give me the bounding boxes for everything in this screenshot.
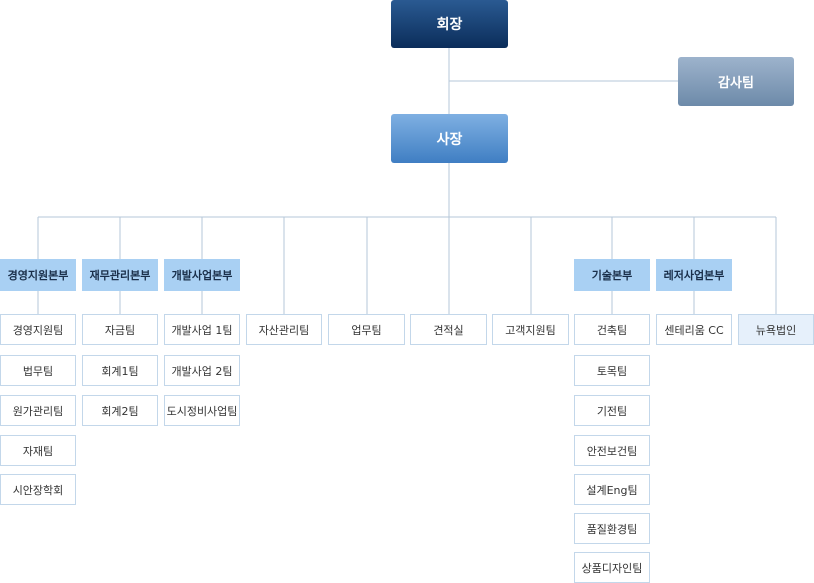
team-box: 센테리움 CC [656, 314, 732, 345]
division-finance: 재무관리본부 [82, 259, 158, 291]
team-box: 개발사업 1팀 [164, 314, 240, 345]
team-label: 기전팀 [596, 404, 628, 418]
team-box-newyork: 뉴욕법인 [738, 314, 814, 345]
team-label: 도시정비사업팀 [166, 404, 238, 418]
division-technology-label: 기술본부 [591, 269, 633, 282]
team-box: 설계Eng팀 [574, 474, 650, 505]
team-label: 회계1팀 [101, 364, 139, 378]
team-box: 법무팀 [0, 355, 76, 386]
team-label: 안전보건팀 [586, 444, 638, 458]
team-label: 품질환경팀 [586, 522, 638, 536]
division-leisure: 레저사업본부 [656, 259, 732, 291]
team-label: 견적실 [433, 323, 464, 337]
team-box: 자산관리팀 [246, 314, 322, 345]
team-box: 상품디자인팀 [574, 552, 650, 583]
team-box: 안전보건팀 [574, 435, 650, 466]
team-label: 경영지원팀 [12, 323, 64, 337]
team-label: 설계Eng팀 [586, 483, 638, 497]
team-box: 원가관리팀 [0, 395, 76, 426]
team-label: 원가관리팀 [12, 404, 64, 418]
team-label: 자산관리팀 [258, 323, 310, 337]
team-box: 토목팀 [574, 355, 650, 386]
team-label: 자재팀 [22, 444, 54, 458]
team-label: 토목팀 [596, 364, 628, 378]
team-label: 개발사업 1팀 [171, 323, 233, 337]
team-box: 업무팀 [328, 314, 405, 345]
audit-team-box: 감사팀 [678, 57, 794, 106]
team-box: 견적실 [410, 314, 487, 345]
division-technology: 기술본부 [574, 259, 650, 291]
team-box: 도시정비사업팀 [164, 395, 240, 426]
team-label: 자금팀 [104, 323, 136, 337]
chairman-label: 회장 [436, 17, 463, 33]
team-label: 상품디자인팀 [581, 561, 643, 575]
division-development: 개발사업본부 [164, 259, 240, 291]
team-box: 기전팀 [574, 395, 650, 426]
team-box: 고객지원팀 [492, 314, 569, 345]
team-box: 회계2팀 [82, 395, 158, 426]
team-label: 회계2팀 [101, 404, 139, 418]
division-leisure-label: 레저사업본부 [663, 269, 725, 282]
chairman-box: 회장 [391, 0, 508, 48]
team-box: 자금팀 [82, 314, 158, 345]
team-label: 센테리움 CC [664, 323, 724, 337]
team-box: 시안장학회 [0, 474, 76, 505]
president-box: 사장 [391, 114, 508, 163]
president-label: 사장 [436, 131, 463, 148]
team-box: 회계1팀 [82, 355, 158, 386]
team-label: 건축팀 [596, 323, 628, 337]
team-label: 고객지원팀 [505, 323, 556, 337]
team-box: 자재팀 [0, 435, 76, 466]
division-management: 경영지원본부 [0, 259, 76, 291]
team-box: 건축팀 [574, 314, 650, 345]
team-box: 개발사업 2팀 [164, 355, 240, 386]
team-label: 뉴욕법인 [755, 323, 797, 337]
division-development-label: 개발사업본부 [171, 269, 233, 282]
team-box: 품질환경팀 [574, 513, 650, 544]
team-label: 개발사업 2팀 [171, 364, 233, 378]
audit-team-label: 감사팀 [718, 76, 754, 91]
team-label: 업무팀 [351, 323, 382, 337]
team-box: 경영지원팀 [0, 314, 76, 345]
team-label: 시안장학회 [12, 483, 64, 497]
team-label: 법무팀 [22, 364, 54, 378]
division-management-label: 경영지원본부 [7, 269, 69, 282]
division-finance-label: 재무관리본부 [89, 269, 151, 282]
